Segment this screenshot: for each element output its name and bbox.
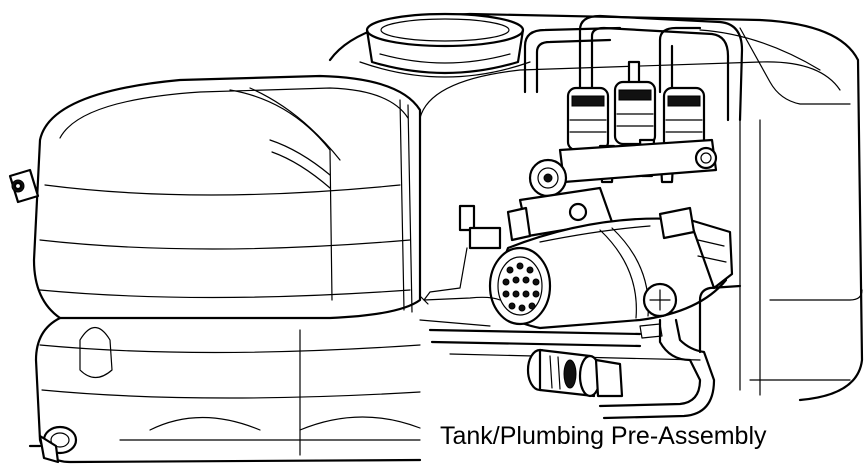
fill-opening <box>359 12 531 78</box>
tank-body-front <box>32 74 422 464</box>
side-valve-fitting <box>8 168 40 204</box>
wire-harness <box>419 295 501 327</box>
drain-valve-fitting <box>28 425 78 464</box>
line-strainer <box>526 348 624 398</box>
valve-manifold <box>558 80 718 184</box>
pump-motor <box>488 206 734 339</box>
return-hoses <box>523 14 744 122</box>
pressure-switch <box>423 204 502 301</box>
motor-vent-holes <box>502 262 540 312</box>
assembly-caption: Tank/Plumbing Pre-Assembly <box>440 422 767 450</box>
